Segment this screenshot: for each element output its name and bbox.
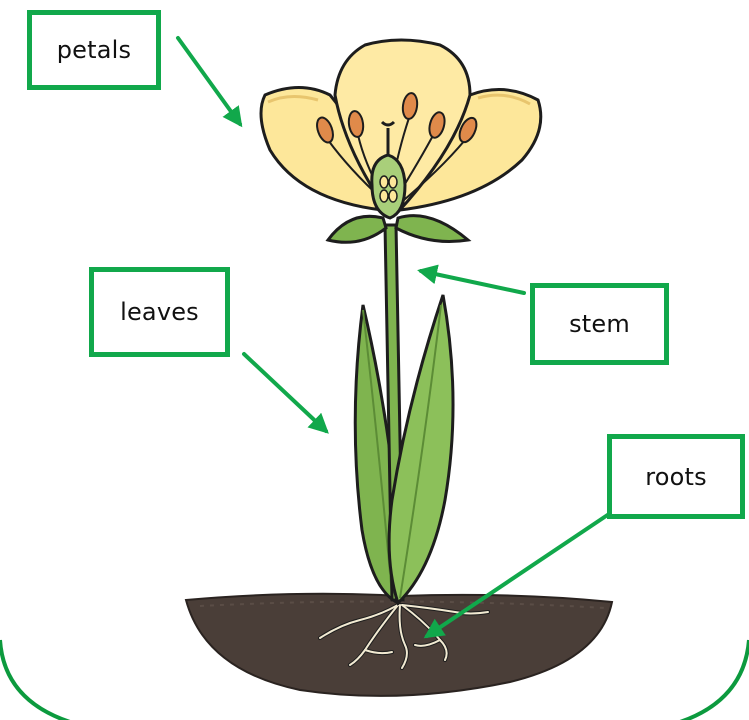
label-leaves: leaves (89, 267, 230, 357)
arrow-petals-icon (178, 38, 240, 124)
label-roots-text: roots (645, 463, 707, 491)
label-petals-text: petals (57, 36, 132, 64)
arrow-stem-icon (421, 271, 524, 293)
arrow-leaves-icon (244, 354, 326, 431)
label-stem: stem (530, 283, 669, 365)
sepal-right (396, 216, 468, 242)
label-leaves-text: leaves (120, 298, 199, 326)
label-stem-text: stem (569, 310, 630, 338)
label-petals: petals (27, 10, 161, 90)
label-roots: roots (607, 434, 745, 519)
sepal-left (328, 216, 386, 242)
